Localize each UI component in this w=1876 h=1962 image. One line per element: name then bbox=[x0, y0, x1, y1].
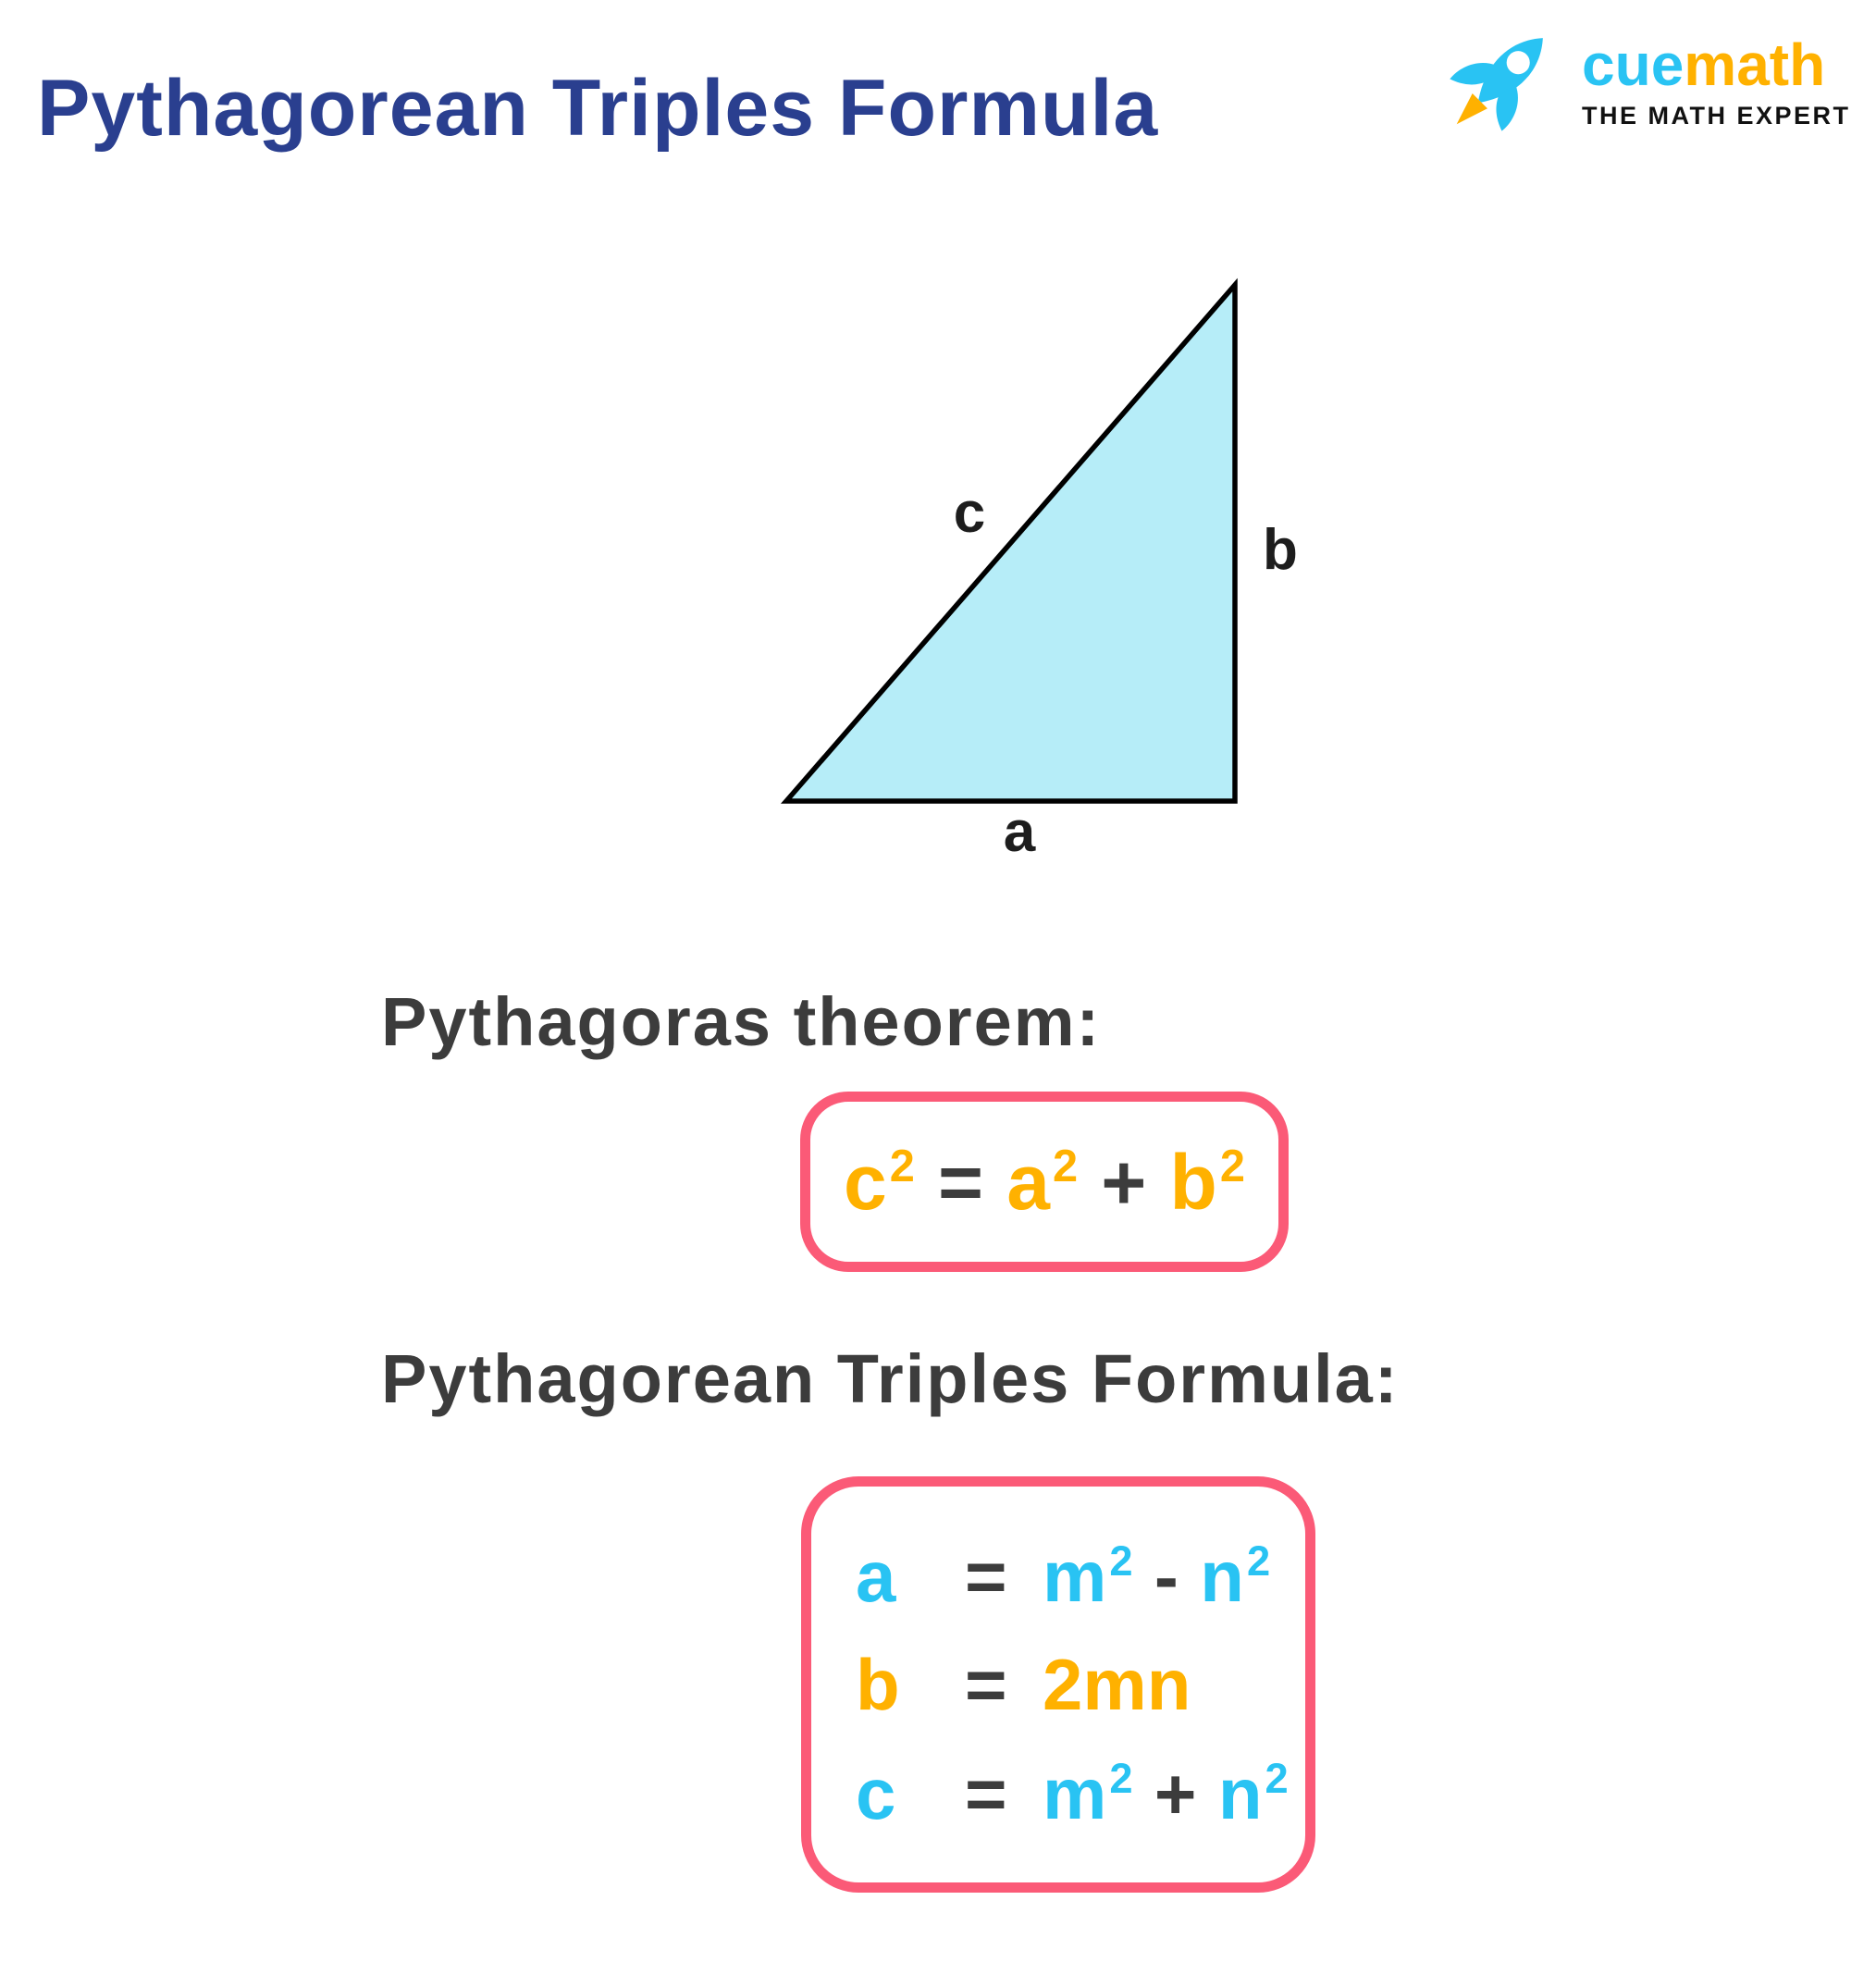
logo-text: cuemath THE MATH EXPERT bbox=[1582, 35, 1851, 130]
triple-b-label: b bbox=[856, 1644, 900, 1725]
triple-c-label: c bbox=[856, 1752, 896, 1834]
right-triangle bbox=[780, 278, 1238, 804]
triple-a-label: a bbox=[856, 1535, 896, 1617]
rocket-icon bbox=[1450, 38, 1543, 131]
equals-sign: = bbox=[965, 1535, 1007, 1617]
theorem-formula-box: c2=a2+b2 bbox=[800, 1092, 1289, 1272]
equals-sign: = bbox=[965, 1752, 1007, 1834]
triple-b-expression: 2mn bbox=[1043, 1644, 1191, 1725]
triple-c-expression: m2+n2 bbox=[1043, 1752, 1289, 1834]
theorem-formula: c2=a2+b2 bbox=[844, 1138, 1245, 1226]
triple-row-b: b = 2mn bbox=[856, 1648, 1296, 1721]
brand-wordmark: cuemath bbox=[1582, 35, 1851, 94]
brand-cue: cue bbox=[1582, 31, 1685, 98]
triple-a-expression: m2-n2 bbox=[1043, 1535, 1271, 1617]
triangle-label-c: c bbox=[954, 481, 985, 545]
triples-heading: Pythagorean Triples Formula: bbox=[381, 1340, 1400, 1417]
cuemath-logo: cuemath THE MATH EXPERT bbox=[1432, 19, 1851, 146]
triangle-label-b: b bbox=[1263, 518, 1298, 582]
equals-sign: = bbox=[965, 1644, 1007, 1725]
right-triangle-figure: c b a bbox=[780, 278, 1298, 864]
triples-formula-box: a = m2-n2 b = 2mn c = m2+n2 bbox=[801, 1476, 1315, 1893]
page-title: Pythagorean Triples Formula bbox=[37, 64, 1159, 153]
triangle-label-a: a bbox=[1004, 800, 1036, 864]
triple-row-c: c = m2+n2 bbox=[856, 1752, 1296, 1834]
theorem-heading: Pythagoras theorem: bbox=[381, 983, 1102, 1060]
brand-tagline: THE MATH EXPERT bbox=[1582, 102, 1851, 130]
triple-row-a: a = m2-n2 bbox=[856, 1535, 1296, 1617]
brand-math: math bbox=[1684, 31, 1826, 98]
